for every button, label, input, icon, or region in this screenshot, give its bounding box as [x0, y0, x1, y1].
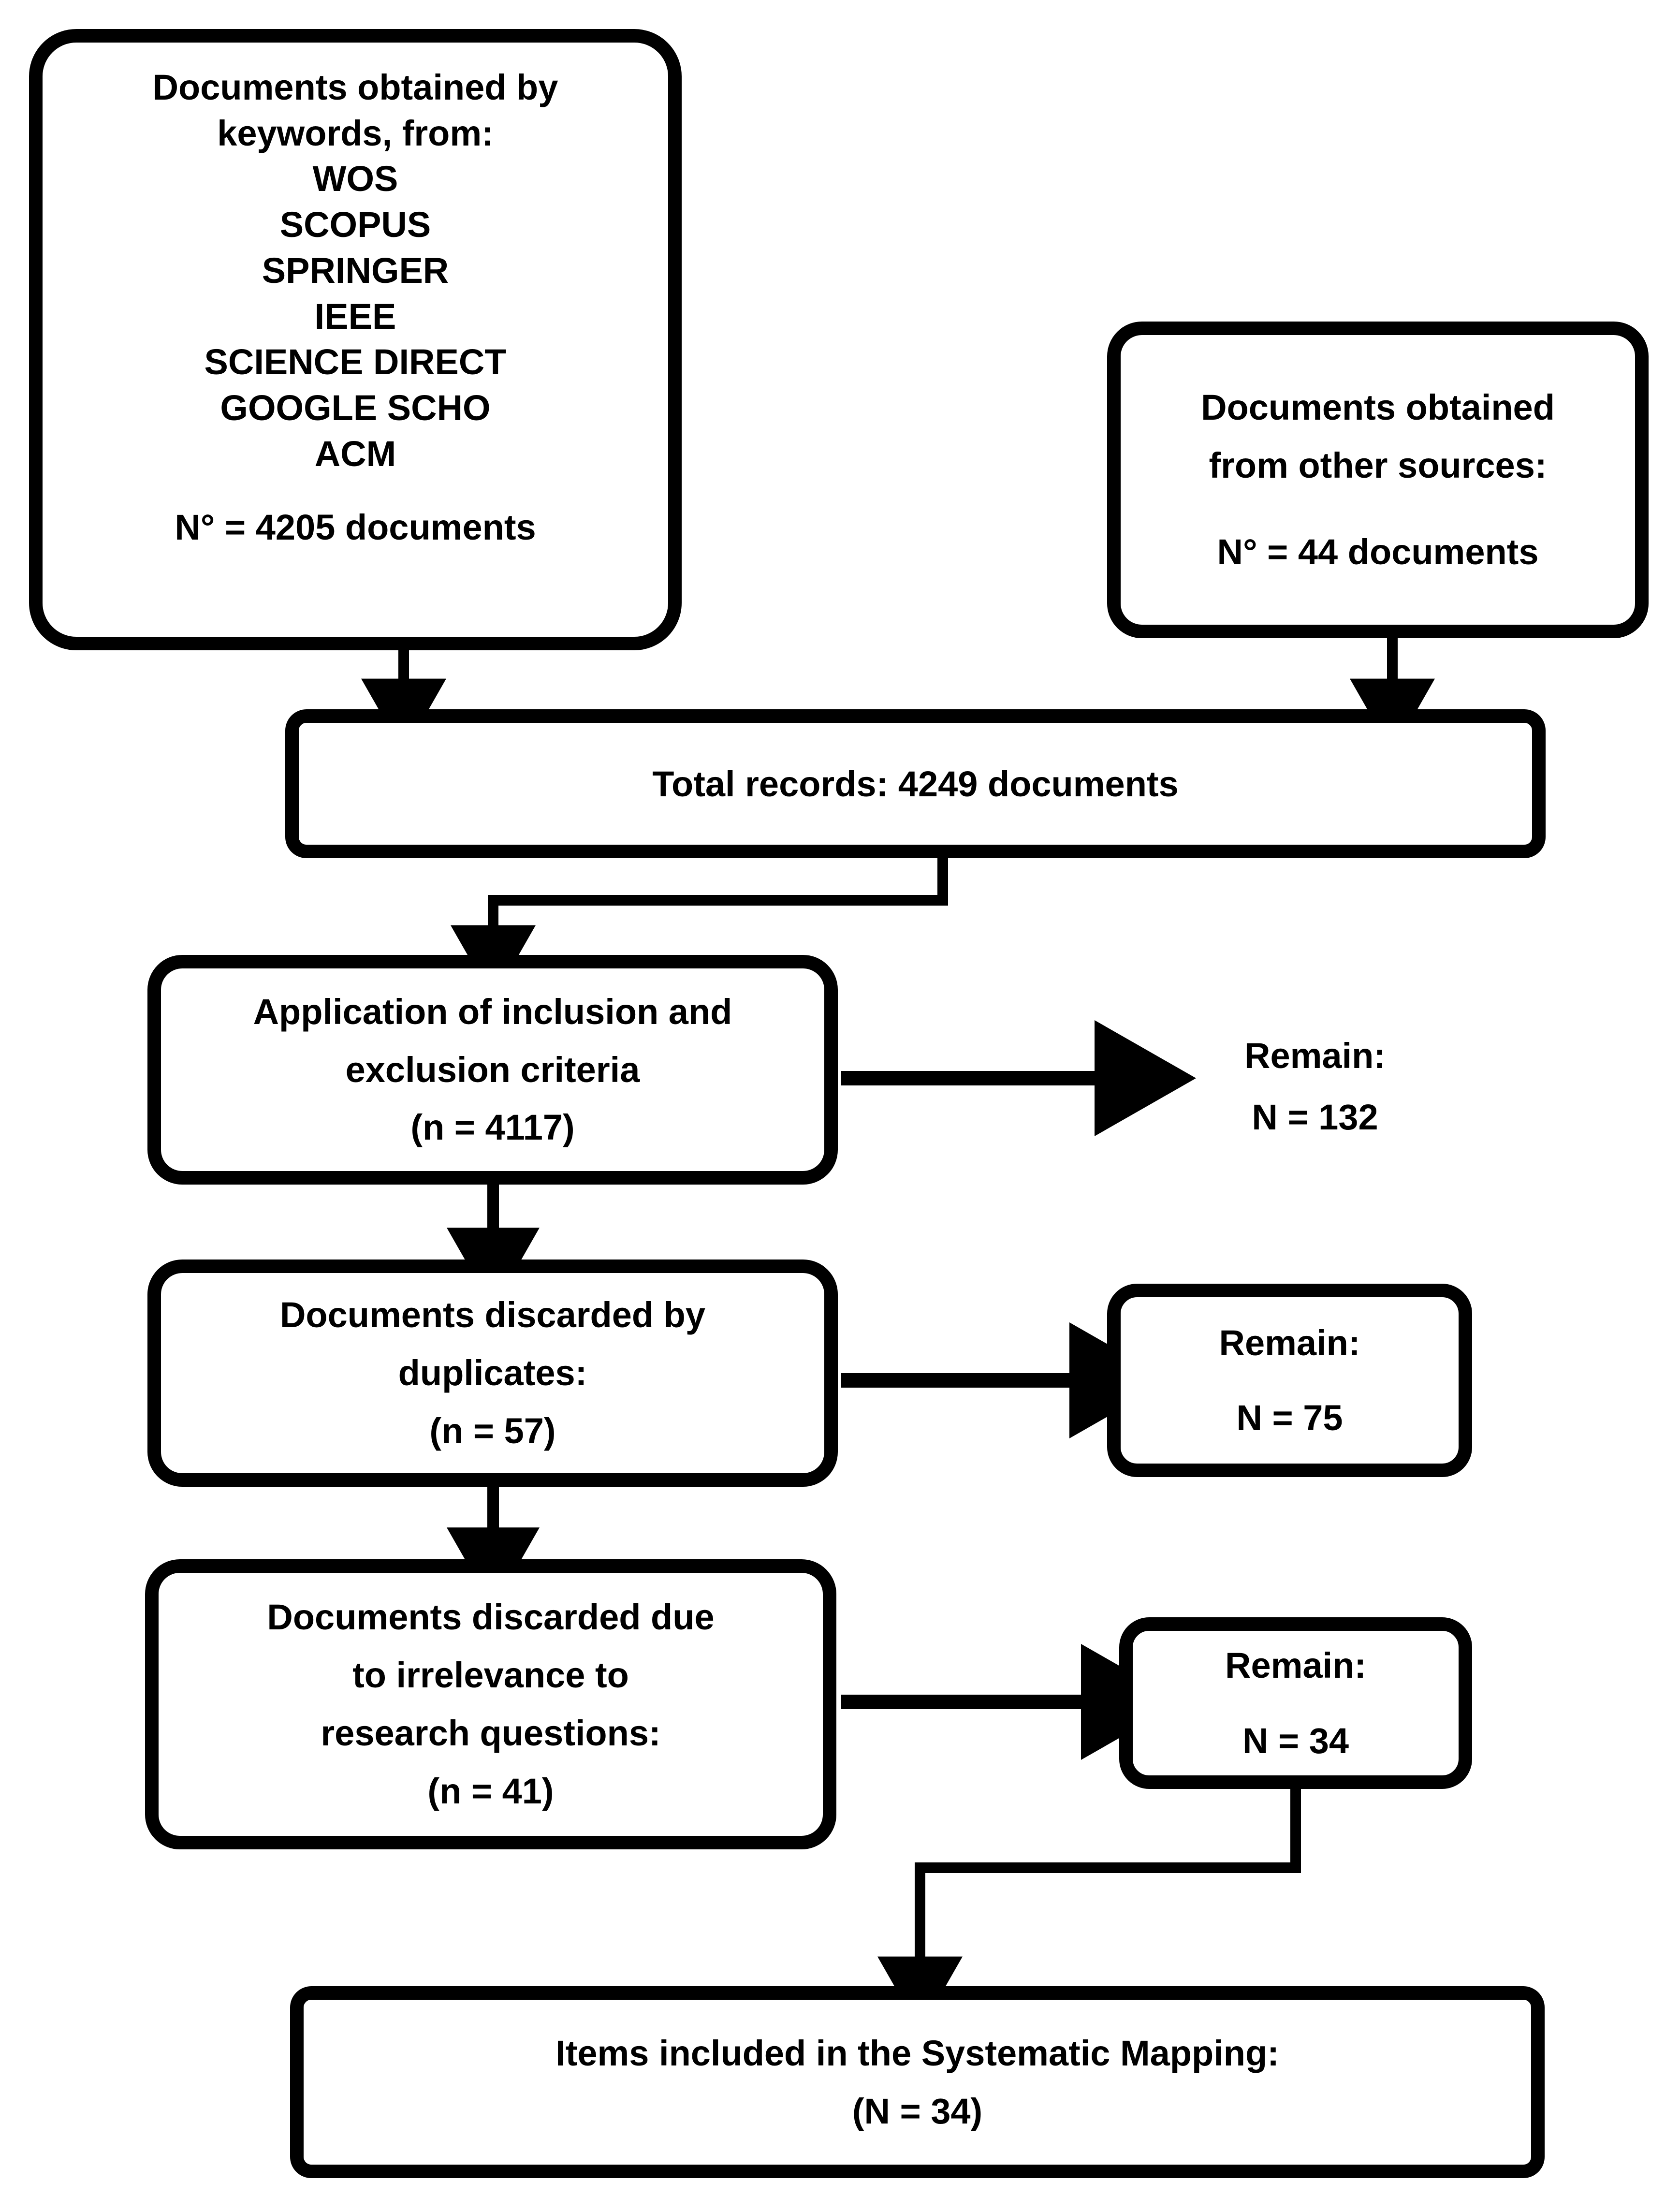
irrelevance-count: (n = 41)	[427, 1771, 554, 1811]
duplicates-line-2: duplicates:	[398, 1353, 587, 1393]
other-sources-line-2: from other sources:	[1209, 445, 1547, 485]
remain-75-line-1: Remain:	[1219, 1322, 1360, 1363]
remain-34-line-2: N = 34	[1242, 1720, 1349, 1761]
irrelevance-line-2: to irrelevance to	[352, 1655, 629, 1696]
node-remain-75: Remain: N = 75	[1107, 1284, 1472, 1477]
duplicates-count: (n = 57)	[429, 1410, 556, 1451]
keywords-source-science-direct: SCIENCE DIRECT	[204, 342, 507, 382]
keywords-source-google-scho: GOOGLE SCHO	[220, 388, 491, 428]
other-sources-count: N° = 44 documents	[1217, 532, 1539, 572]
criteria-line-1: Application of inclusion and	[253, 991, 732, 1032]
keywords-source-acm: ACM	[314, 433, 396, 474]
total-records-label: Total records: 4249 documents	[652, 763, 1179, 804]
included-count: (N = 34)	[852, 2091, 983, 2131]
keywords-line-2: keywords, from:	[217, 113, 494, 153]
keywords-source-ieee: IEEE	[314, 296, 396, 337]
node-documents-other-sources: Documents obtained from other sources: N…	[1107, 322, 1649, 638]
criteria-count: (n = 4117)	[410, 1107, 575, 1148]
keywords-source-wos: WOS	[312, 159, 398, 199]
included-line-1: Items included in the Systematic Mapping…	[555, 2033, 1279, 2073]
node-discarded-irrelevance: Documents discarded due to irrelevance t…	[145, 1559, 836, 1849]
remain-75-line-2: N = 75	[1236, 1398, 1343, 1438]
keywords-count: N° = 4205 documents	[175, 507, 536, 548]
remain-34-line-1: Remain:	[1225, 1645, 1366, 1686]
remain-132-line-2: N = 132	[1252, 1097, 1378, 1138]
node-total-records: Total records: 4249 documents	[285, 709, 1546, 858]
label-remain-132: Remain: N = 132	[1180, 1025, 1450, 1148]
keywords-source-springer: SPRINGER	[262, 250, 449, 291]
duplicates-line-1: Documents discarded by	[279, 1295, 705, 1335]
connector-total-to-criteria	[451, 855, 948, 1000]
remain-132-line-1: Remain:	[1244, 1036, 1386, 1076]
criteria-line-2: exclusion criteria	[345, 1049, 640, 1090]
connector-remain-34-to-included	[877, 1786, 1301, 2031]
node-inclusion-exclusion-criteria: Application of inclusion and exclusion c…	[147, 955, 838, 1185]
irrelevance-line-3: research questions:	[321, 1713, 661, 1753]
node-remain-34: Remain: N = 34	[1119, 1617, 1472, 1789]
other-sources-line-1: Documents obtained	[1201, 387, 1555, 427]
irrelevance-line-1: Documents discarded due	[267, 1597, 715, 1638]
keywords-line-1: Documents obtained by	[152, 67, 558, 107]
node-discarded-duplicates: Documents discarded by duplicates: (n = …	[147, 1260, 838, 1487]
keywords-source-scopus: SCOPUS	[279, 205, 431, 245]
node-documents-by-keywords: Documents obtained by keywords, from: WO…	[29, 29, 682, 650]
node-items-included: Items included in the Systematic Mapping…	[290, 1986, 1545, 2178]
